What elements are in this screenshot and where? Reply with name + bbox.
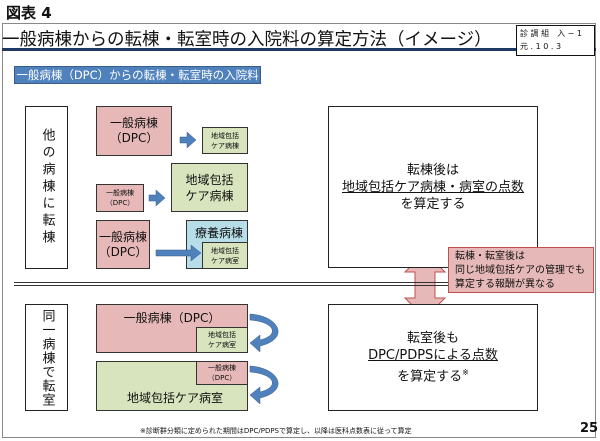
general-ward-dpc-label: 一般病棟（DPC） — [123, 311, 221, 325]
document-code-line1: 診 調 組 入 − 1 — [520, 29, 582, 38]
section-separator — [14, 282, 448, 286]
general-ward-dpc-box: 一般病棟 （DPC） — [96, 106, 172, 156]
section2-label: 同一病棟で転室 — [25, 304, 68, 411]
page-number: 25 — [580, 421, 599, 436]
result1-line1: 転棟後は — [406, 162, 459, 178]
footnote: ※診断群分類に定められた期間はDPC/PDPSで算定し、以降は医科点数表に従って… — [140, 427, 412, 435]
section1-label: 他の病棟に転棟 — [25, 106, 68, 269]
general-ward-dpc-box: 一般病棟 （DPC） — [196, 361, 248, 385]
general-ward-dpc-box: 一般病棟 （DPC） — [96, 184, 144, 212]
community-care-ward-box: 地域包括 ケア病棟 — [171, 163, 248, 212]
curved-arrow-icon — [249, 365, 279, 405]
result1-line2: 地域包括ケア病棟・病室の点数 — [341, 179, 524, 195]
curved-arrow-icon — [249, 313, 279, 353]
result2-line3: を算定する — [397, 369, 463, 385]
page-title: 一般病棟からの転棟・転室時の入院料の算定方法（イメージ） — [2, 30, 492, 50]
general-ward-dpc-box: 一般病棟 （DPC） — [96, 220, 150, 269]
section1-label-text: 他の病棟に転棟 — [39, 128, 55, 247]
result2-line1: 転室後も — [406, 330, 459, 346]
footnote-mark: ※ — [462, 367, 469, 377]
section-banner: 一般病棟（DPC）からの転棟・転室時の入院料 — [14, 66, 261, 84]
community-care-room-box: 地域包括 ケア病室 — [196, 327, 248, 353]
section2-label-text: 同一病棟で転室 — [39, 308, 55, 407]
result-box-transfer-ward: 転棟後は 地域包括ケア病棟・病室の点数 を算定する — [328, 106, 538, 268]
long-term-care-ward-label: 療養病棟 — [195, 226, 244, 240]
community-care-ward-box: 地域包括 ケア病棟 — [202, 127, 248, 154]
document-code: 診 調 組 入 − 1 元 . 1 0 . 3 — [516, 25, 595, 56]
right-arrow-icon — [155, 244, 202, 262]
document-code-line2: 元 . 1 0 . 3 — [520, 42, 562, 51]
community-care-room-box: 地域包括 ケア病室 — [202, 242, 248, 269]
result-box-transfer-room: 転室後も DPC/PDPSによる点数 を算定する※ — [328, 304, 538, 411]
result2-line2: DPC/PDPSによる点数 — [368, 347, 498, 363]
right-arrow-icon — [148, 189, 166, 207]
community-care-room-label: 地域包括ケア病室 — [127, 391, 224, 405]
right-arrow-icon — [179, 131, 197, 149]
difference-callout: 転棟・転室後は 同じ地域包括ケアの管理でも 算定する報酬が異なる — [448, 247, 594, 293]
result1-line3: を算定する — [400, 196, 466, 212]
figure-label: 図表 4 — [6, 4, 52, 22]
title-rule — [2, 48, 596, 51]
slide-frame — [2, 23, 596, 438]
